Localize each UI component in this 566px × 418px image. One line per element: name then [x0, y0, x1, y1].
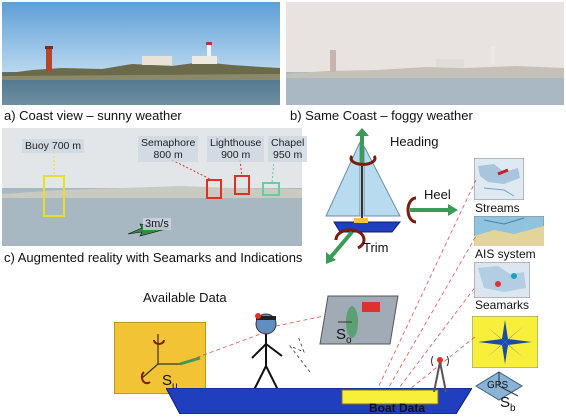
seamark-label-buoy: Buoy 700 m — [22, 139, 85, 153]
seamarks-label: Seamarks — [475, 298, 530, 312]
compass-rose — [472, 316, 538, 368]
user-figure — [251, 313, 283, 391]
sailboat-attitude-diagram — [325, 128, 458, 264]
display-panel — [319, 295, 399, 345]
user-frame-box — [114, 322, 206, 394]
trim-arrow — [328, 230, 354, 260]
antenna-icon — [431, 355, 449, 392]
current-speed-label: 3m/s — [143, 218, 171, 230]
heel-label: Heel — [424, 187, 451, 202]
trim-label: Trim — [363, 240, 389, 255]
buoy-marker — [43, 175, 65, 217]
seamark-label-chapel: Chapel 950 m — [268, 136, 308, 162]
observer-frame-label: So — [336, 326, 352, 346]
streams-label: Streams — [475, 201, 520, 215]
user-frame-label: Su — [162, 372, 178, 392]
available-data-title: Available Data — [143, 290, 227, 305]
seamarks-map-thumbnail — [474, 262, 530, 298]
streams-map-thumbnail — [474, 158, 524, 200]
chapel-marker — [262, 182, 280, 196]
heading-label: Heading — [390, 134, 439, 149]
seamark-label-semaphore: Semaphore 800 m — [138, 136, 199, 162]
caption-c: c) Augmented reality with Seamarks and I… — [4, 250, 303, 265]
ais-system-label: AIS system — [475, 247, 536, 261]
caption-a: a) Coast view – sunny weather — [4, 108, 182, 123]
semaphore-marker — [206, 179, 222, 199]
gps-label: GPS — [487, 380, 509, 391]
gps-module — [475, 371, 523, 401]
boat-hull — [166, 388, 472, 414]
seamark-label-lighthouse: Lighthouse 900 m — [207, 136, 265, 162]
caption-b: b) Same Coast – foggy weather — [290, 108, 473, 123]
boat-data-label: Boat Data — [369, 401, 426, 415]
coast-sunny-photo — [2, 2, 280, 105]
ais-map-thumbnail — [474, 216, 544, 246]
coast-foggy-photo — [286, 2, 564, 105]
boat-frame-label: Sb — [500, 394, 516, 414]
